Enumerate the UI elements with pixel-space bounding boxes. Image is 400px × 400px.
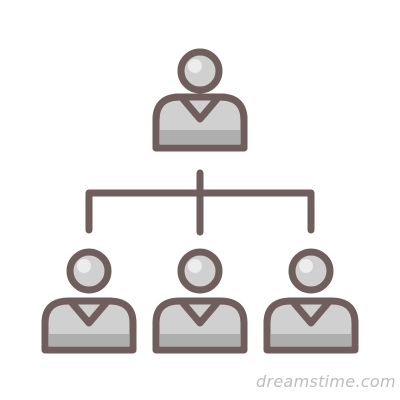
left-employee-head <box>66 248 112 294</box>
right-employee-head-highlight <box>299 259 313 273</box>
center-employee-body-outline <box>152 297 248 354</box>
right-employee-body-shade <box>271 334 351 346</box>
right-employee-icon <box>263 248 359 354</box>
manager-person-icon <box>152 48 248 152</box>
left-employee-body-outline <box>41 297 137 354</box>
manager-body-outline <box>152 93 248 152</box>
right-employee-head <box>288 248 334 294</box>
manager-collar <box>179 95 221 123</box>
center-employee-body-shade <box>160 334 240 346</box>
connector-lines <box>85 169 315 236</box>
right-branch-line <box>196 189 315 234</box>
manager-body-shade <box>160 130 240 144</box>
left-employee-body-shade <box>49 334 129 346</box>
watermark-text: dreamstime.com <box>256 372 396 391</box>
center-employee-collar <box>179 299 221 327</box>
left-employee-head-highlight <box>77 259 91 273</box>
center-employee-head <box>177 248 223 294</box>
left-employee-icon <box>41 248 137 354</box>
right-employee-collar <box>290 299 332 327</box>
right-employee-body-outline <box>263 297 359 354</box>
center-employee-head-highlight <box>188 259 202 273</box>
left-branch-line <box>85 189 204 234</box>
manager-head-highlight <box>188 59 202 73</box>
center-employee-icon <box>152 248 248 354</box>
left-employee-collar <box>68 299 110 327</box>
manager-head <box>177 48 223 94</box>
